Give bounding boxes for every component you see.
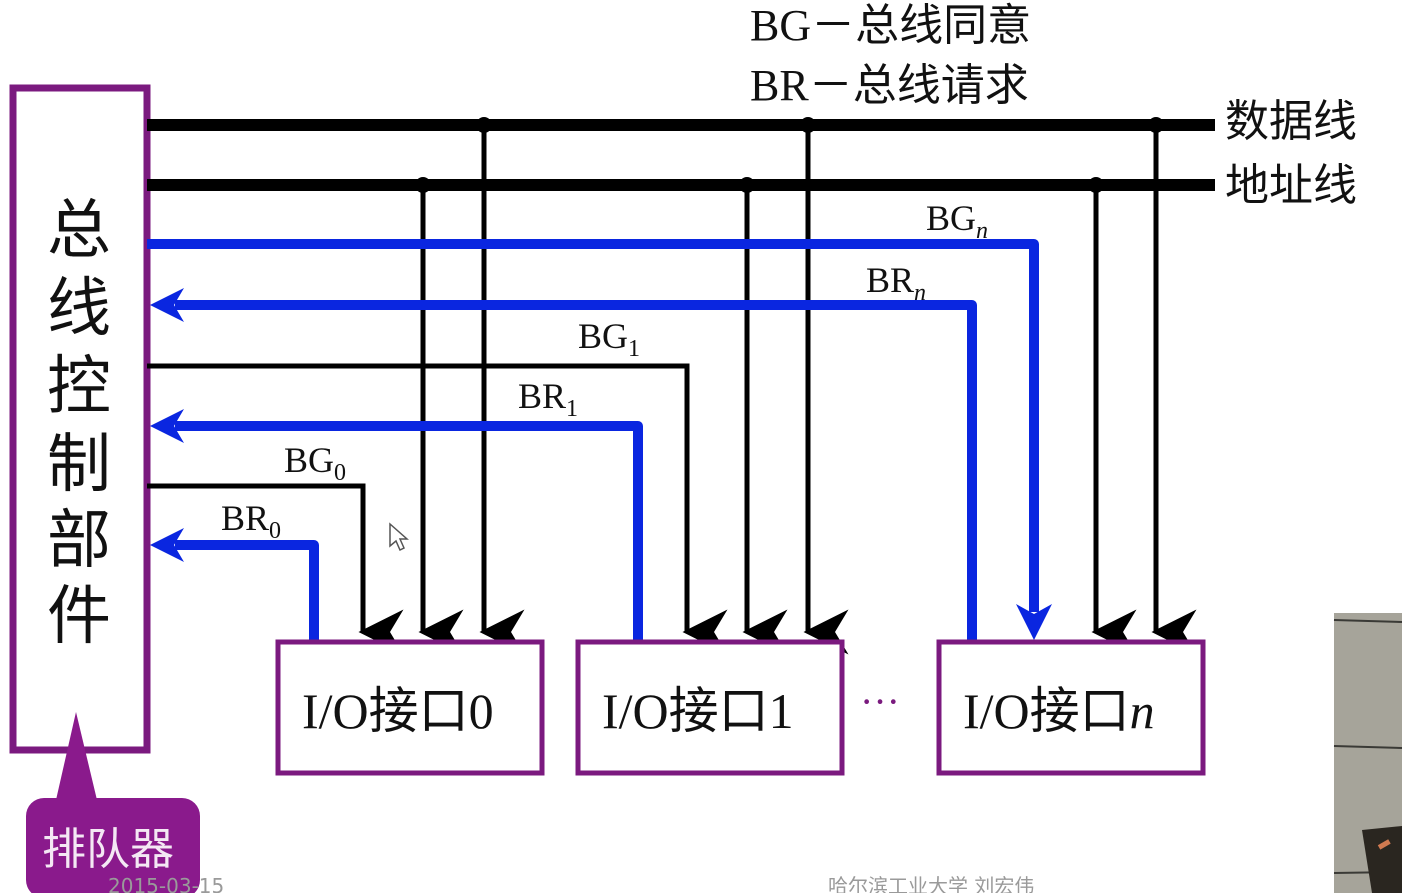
bg0-line bbox=[147, 483, 404, 655]
legend-br: BR－总线请求 bbox=[750, 61, 1029, 110]
data-bus-label: 数据线 bbox=[1225, 97, 1357, 146]
ellipsis: ··· bbox=[860, 679, 900, 724]
io-interface-n: I/O接口n bbox=[936, 639, 1206, 776]
bus-controller-box bbox=[9, 84, 151, 754]
controller-char: 部 bbox=[47, 505, 111, 576]
brn-line bbox=[150, 288, 977, 640]
laptop-shape bbox=[1362, 826, 1402, 893]
io-interface-label: I/O接口n bbox=[963, 683, 1155, 739]
signal-label-bg0: BG0 bbox=[284, 440, 346, 486]
io-interface-1: I/O接口1 bbox=[575, 639, 845, 776]
signal-label-bgn: BGn bbox=[926, 198, 988, 244]
mouse-cursor-icon bbox=[389, 522, 409, 552]
video-inset bbox=[1333, 613, 1402, 893]
io-interface-label: I/O接口1 bbox=[602, 683, 794, 739]
queuer-callout: 排队器 bbox=[26, 712, 200, 893]
br1-line bbox=[150, 409, 643, 640]
signal-label-br1: BR1 bbox=[518, 376, 578, 422]
footer-date: 2015-03-15 bbox=[108, 874, 224, 893]
controller-char: 线 bbox=[47, 273, 111, 344]
signal-label-br0: BR0 bbox=[221, 498, 281, 544]
controller-char: 总 bbox=[47, 195, 111, 266]
controller-char: 件 bbox=[47, 581, 111, 652]
bus-controller-label: 总 线 控 制 部 件 bbox=[47, 195, 111, 652]
br0-line bbox=[150, 528, 319, 640]
footer-author: 哈尔滨工业大学 刘宏伟 bbox=[828, 874, 1034, 893]
io-interface-label: I/O接口0 bbox=[302, 683, 494, 739]
queuer-label: 排队器 bbox=[42, 824, 174, 875]
address-bus-label: 地址线 bbox=[1225, 161, 1357, 210]
legend-bg: BG－总线同意 bbox=[750, 1, 1031, 50]
controller-char: 制 bbox=[47, 429, 111, 500]
signal-label-brn: BRn bbox=[866, 260, 926, 306]
controller-char: 控 bbox=[47, 351, 111, 422]
bg1-line bbox=[147, 363, 728, 655]
bus-taps bbox=[415, 117, 1197, 655]
bgn-line bbox=[147, 239, 1052, 640]
signal-label-bg1: BG1 bbox=[578, 316, 640, 362]
io-interface-0: I/O接口0 bbox=[275, 639, 545, 776]
